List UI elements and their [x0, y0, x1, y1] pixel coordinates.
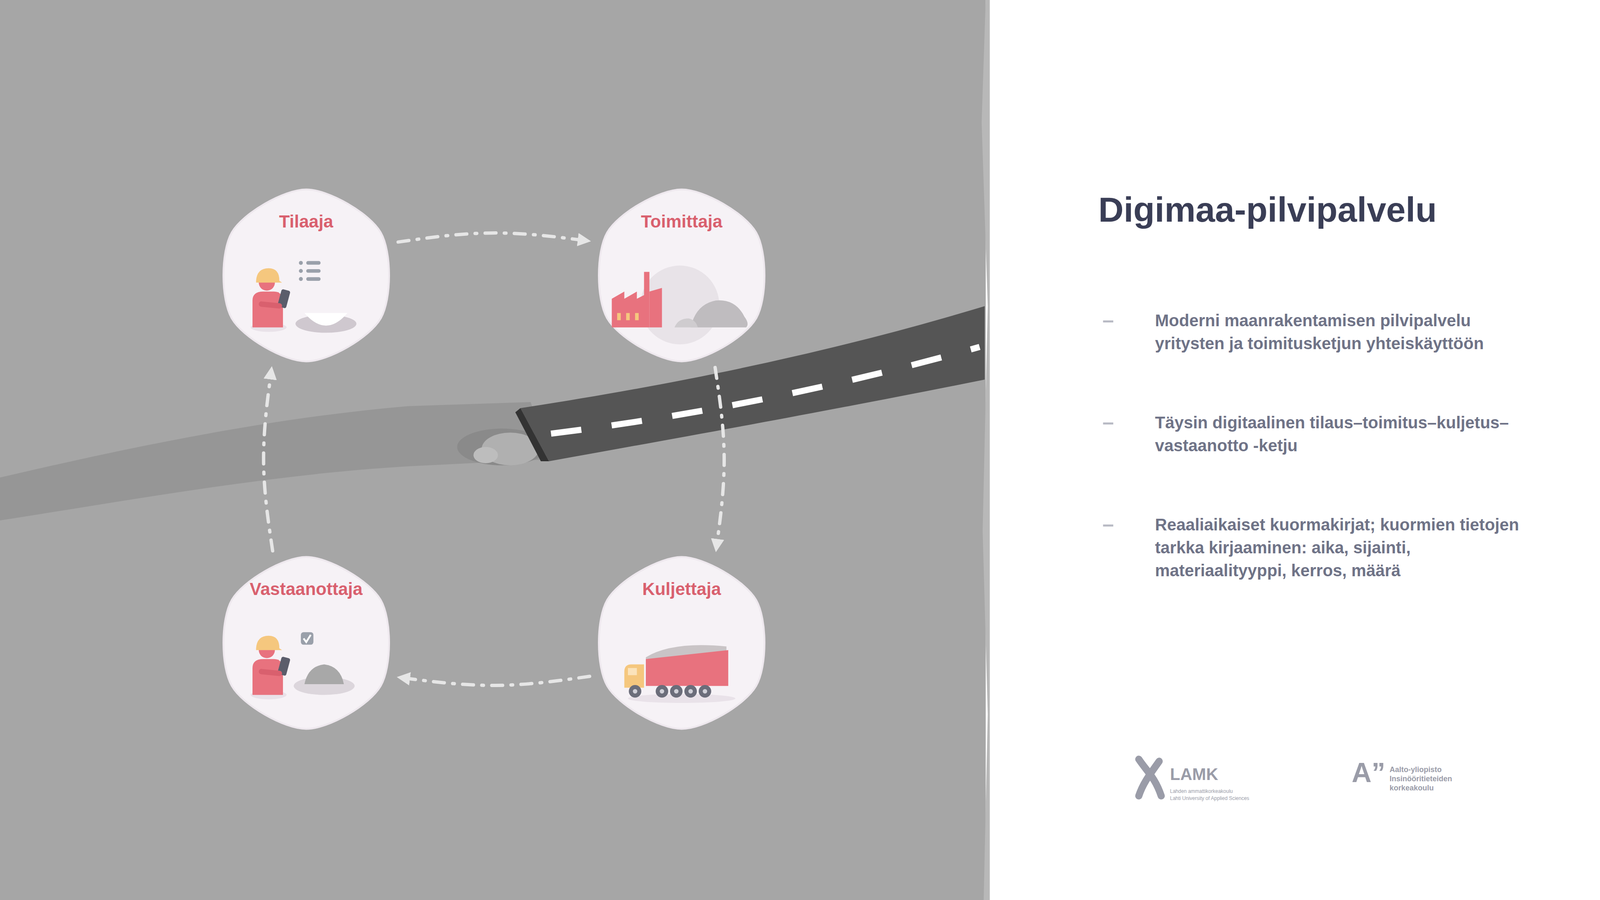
node-icon: [624, 645, 736, 703]
node-title: Vastaanottaja: [249, 579, 363, 600]
logo-subtext: korkeakoulu: [1389, 784, 1434, 793]
node-title: Toimittaja: [640, 211, 723, 232]
bullet-dashes: [1102, 321, 1113, 526]
logo-subtext: Insinööritieteiden: [1389, 775, 1453, 784]
brush-edge: [981, 0, 990, 900]
light-road: [0, 402, 551, 521]
process-circle: Vastaanottaja: [216, 553, 396, 733]
label-box: Aalto-yliopisto: [1389, 765, 1442, 775]
node-icon: [250, 632, 355, 700]
flow-arrow: [715, 367, 725, 548]
label-box: korkeakoulu: [1389, 784, 1434, 793]
label-box: Moderni maanrakentamisen pilvipalvelu yr…: [1155, 309, 1530, 355]
flow-arrow: [402, 676, 590, 686]
logo-text: LAMK: [1170, 765, 1219, 784]
node-title: Tilaaja: [279, 211, 334, 232]
stone: [473, 447, 498, 464]
label-box: Reaaliaikaiset kuormakirjat; kuormien ti…: [1155, 513, 1530, 583]
logo-subtext: Lahti University of Applied Sciences: [1170, 795, 1250, 802]
lamk-symbol: [1138, 759, 1162, 796]
page-title: Digimaa-pilvipalvelu: [1098, 189, 1437, 230]
process-circle: Toimittaja: [592, 185, 772, 365]
bullet-text: Reaaliaikaiset kuormakirjat; kuormien ti…: [1155, 513, 1530, 583]
label-box: Lahti University of Applied Sciences: [1170, 795, 1250, 802]
node-icon: [250, 260, 357, 333]
grey-panel: [0, 0, 986, 900]
road-edge: [515, 408, 550, 462]
label-box: Insinööritieteiden: [1389, 775, 1453, 784]
node-icon: [611, 265, 748, 345]
asphalt-road: [520, 306, 985, 462]
flow-arrow: [263, 371, 273, 551]
logo-subtext: Lahden ammattikorkeakoulu: [1170, 788, 1233, 795]
road-dashes: [550, 347, 980, 434]
node-title: Kuljettaja: [642, 579, 721, 600]
label-box: Täysin digitaalinen tilaus–toimitus–kulj…: [1155, 411, 1530, 458]
bullet-text: Täysin digitaalinen tilaus–toimitus–kulj…: [1155, 411, 1530, 458]
logo-subtext: Aalto-yliopisto: [1389, 765, 1442, 775]
process-circle: Kuljettaja: [592, 553, 772, 733]
label-box: LAMK: [1170, 765, 1219, 784]
flow-arrow: [398, 232, 586, 243]
title-box: Digimaa-pilvipalvelu: [1098, 189, 1437, 230]
label-box: Lahden ammattikorkeakoulu: [1170, 788, 1233, 795]
bullet-text: Moderni maanrakentamisen pilvipalvelu yr…: [1155, 309, 1530, 355]
logo-mark: A”: [1351, 757, 1386, 788]
label-box: A”: [1351, 757, 1386, 788]
process-circle: Tilaaja: [216, 185, 396, 365]
